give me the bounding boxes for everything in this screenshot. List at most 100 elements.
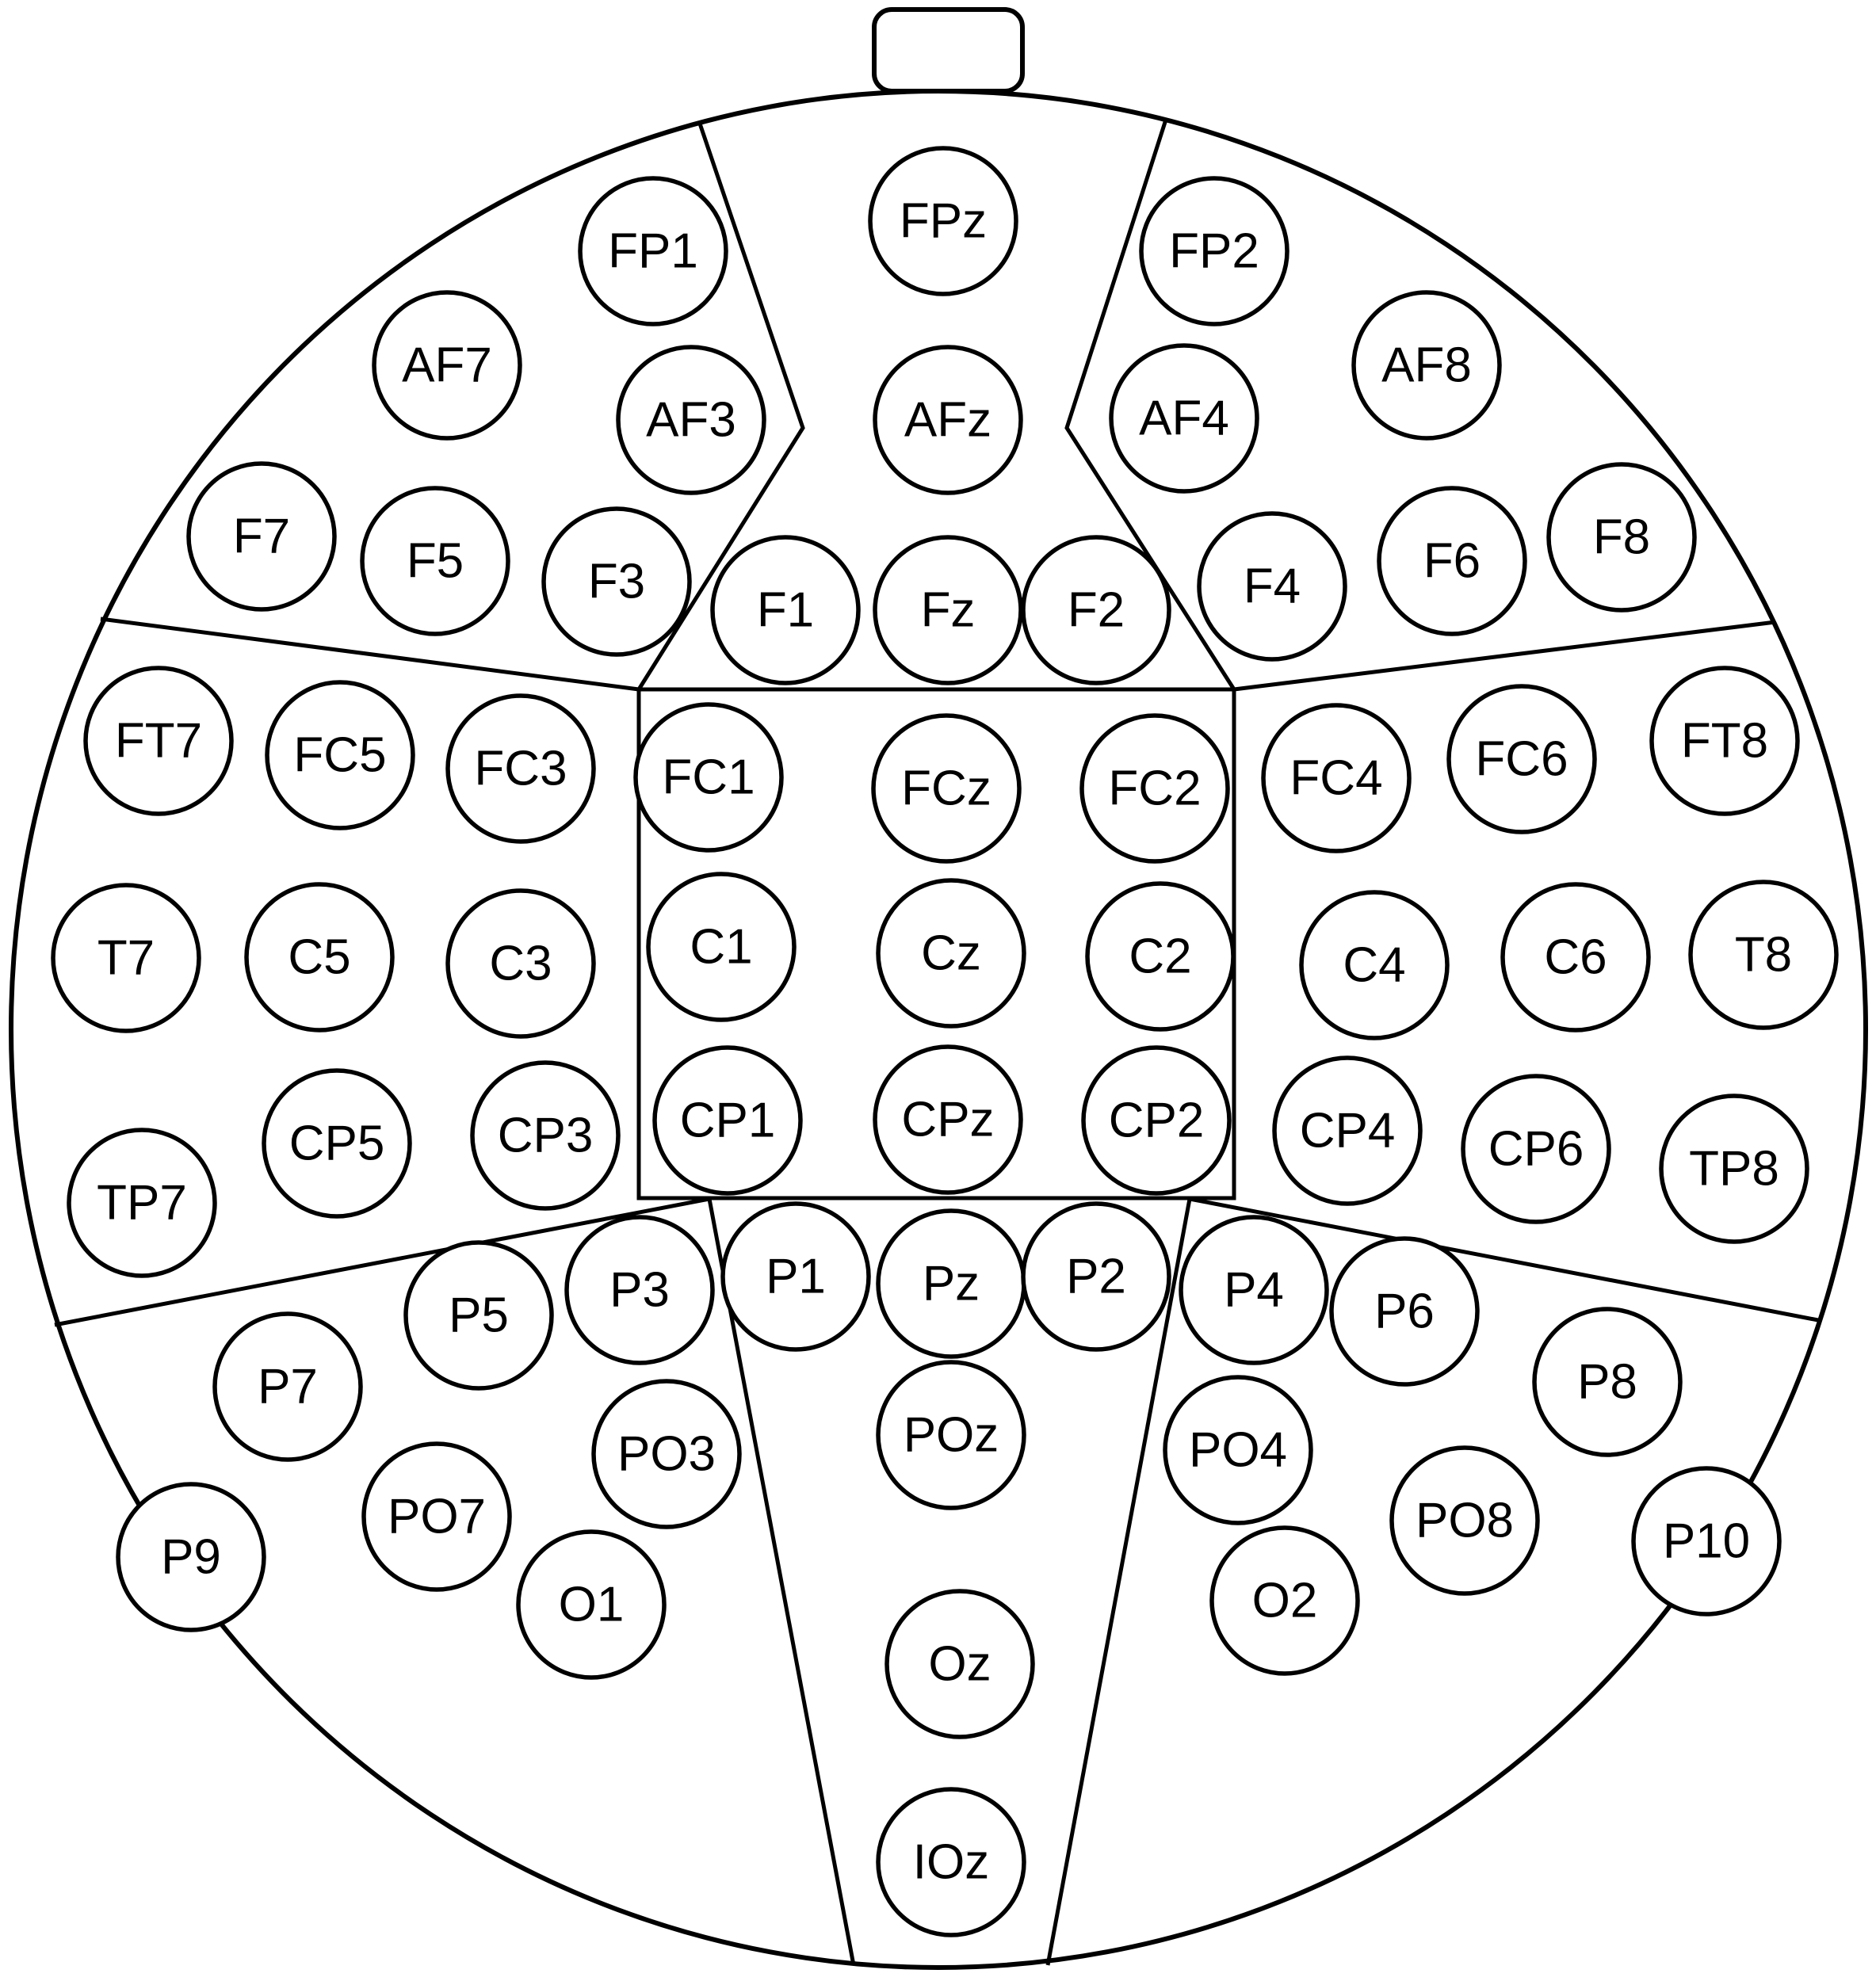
electrode-label: P10: [1663, 1514, 1750, 1569]
electrode-p3: P3: [564, 1215, 715, 1365]
electrode-label: Fz: [921, 583, 976, 638]
electrode-circle: [873, 535, 1023, 685]
electrode-circle: [445, 888, 596, 1039]
electrode-circle: [885, 1589, 1035, 1739]
electrode-label: AF8: [1381, 338, 1472, 393]
electrode-cp6: CP6: [1461, 1074, 1611, 1224]
electrode-label: PO4: [1189, 1423, 1287, 1478]
electrode-f6: F6: [1377, 486, 1527, 636]
electrode-po7: PO7: [361, 1441, 512, 1592]
electrode-label: FPz: [900, 194, 987, 249]
electrode-c6: C6: [1500, 882, 1651, 1032]
electrode-p9: P9: [116, 1482, 266, 1632]
electrode-label: FT8: [1681, 714, 1768, 769]
electrode-label: CPz: [901, 1093, 994, 1147]
electrode-circle: [591, 1379, 742, 1529]
left-frontal-temporal-boundary: [100, 616, 640, 692]
electrode-af3: AF3: [616, 345, 766, 495]
electrode-circle: [1299, 890, 1450, 1040]
electrode-circle: [470, 1060, 621, 1211]
electrode-label: AF4: [1139, 391, 1229, 446]
electrode-label: C6: [1544, 930, 1607, 985]
electrode-p2: P2: [1021, 1201, 1171, 1352]
electrode-cp3: CP3: [470, 1060, 621, 1211]
electrode-label: FP1: [608, 224, 698, 279]
electrode-label: FT7: [115, 714, 202, 769]
electrode-fc5: FC5: [265, 680, 415, 830]
electrode-fz: Fz: [873, 535, 1023, 685]
electrode-label: CP3: [498, 1109, 594, 1163]
electrode-label: FC3: [474, 742, 567, 796]
electrode-label: FP2: [1169, 224, 1259, 279]
electrode-circle: [67, 1128, 217, 1278]
electrode-circle: [868, 146, 1018, 296]
electrode-o1: O1: [516, 1529, 667, 1680]
electrode-circle: [564, 1215, 715, 1365]
electrode-label: F6: [1423, 534, 1481, 589]
electrode-circle: [646, 872, 797, 1022]
electrode-circle: [1446, 684, 1597, 834]
electrode-circle: [372, 290, 522, 441]
electrode-circle: [361, 1441, 512, 1592]
electrode-label: CP1: [680, 1094, 776, 1148]
electrode-fp1: FP1: [578, 176, 728, 326]
electrode-p7: P7: [212, 1311, 363, 1462]
electrode-circle: [873, 345, 1023, 495]
electrode-circle: [876, 1787, 1026, 1937]
electrode-label: FC2: [1108, 761, 1201, 816]
electrode-po8: PO8: [1389, 1445, 1540, 1596]
electrode-circle: [873, 1044, 1023, 1195]
electrode-circle: [1079, 713, 1230, 864]
electrode-tp7: TP7: [67, 1128, 217, 1278]
region-boundaries: [54, 119, 1819, 1966]
electrode-circle: [403, 1240, 554, 1391]
electrode-circle: [1021, 535, 1171, 685]
electrode-label: C1: [690, 920, 752, 975]
electrode-label: PO7: [388, 1490, 486, 1544]
electrode-pz: Pz: [876, 1208, 1026, 1359]
electrode-circle: [265, 680, 415, 830]
electrode-t8: T8: [1688, 880, 1839, 1030]
electrode-circle: [212, 1311, 363, 1462]
electrode-circle: [51, 883, 201, 1033]
electrode-circle: [1688, 880, 1839, 1030]
electrode-t7: T7: [51, 883, 201, 1033]
electrode-tp8: TP8: [1659, 1094, 1809, 1244]
electrode-label: P8: [1577, 1355, 1637, 1410]
electrode-label: FC4: [1290, 751, 1382, 806]
electrode-label: P3: [609, 1263, 670, 1318]
electrode-label: IOz: [913, 1835, 989, 1890]
electrode-fp2: FP2: [1139, 176, 1290, 326]
electrode-label: F2: [1068, 583, 1125, 638]
electrode-ioz: IOz: [876, 1787, 1026, 1937]
electrode-fc1: FC1: [633, 702, 784, 853]
electrode-cp1: CP1: [652, 1045, 803, 1196]
electrode-label: C5: [288, 930, 350, 985]
electrode-circle: [445, 693, 596, 844]
electrode-c4: C4: [1299, 890, 1450, 1040]
electrode-p1: P1: [720, 1201, 871, 1352]
electrode-label: P6: [1374, 1284, 1435, 1339]
electrode-label: F8: [1593, 510, 1650, 565]
electrode-fc2: FC2: [1079, 713, 1230, 864]
electrode-label: F5: [407, 534, 464, 589]
electrode-label: O2: [1252, 1574, 1318, 1628]
electrode-cpz: CPz: [873, 1044, 1023, 1195]
electrode-po3: PO3: [591, 1379, 742, 1529]
electrode-c3: C3: [445, 888, 596, 1039]
electrode-label: P5: [449, 1288, 509, 1343]
electrode-circle: [1329, 1236, 1480, 1387]
electrode-label: Cz: [921, 926, 981, 981]
electrode-fc6: FC6: [1446, 684, 1597, 834]
electrode-p5: P5: [403, 1240, 554, 1391]
electrode-circle: [1179, 1215, 1329, 1365]
electrode-label: Pz: [923, 1257, 980, 1311]
electrode-label: PO3: [617, 1427, 716, 1482]
electrode-label: C4: [1343, 938, 1405, 993]
electrode-circle: [1021, 1201, 1171, 1352]
electrode-label: P1: [766, 1250, 826, 1304]
electrode-circle: [652, 1045, 803, 1196]
right-frontal-temporal-boundary: [1233, 620, 1776, 692]
electrode-label: P9: [161, 1530, 221, 1585]
